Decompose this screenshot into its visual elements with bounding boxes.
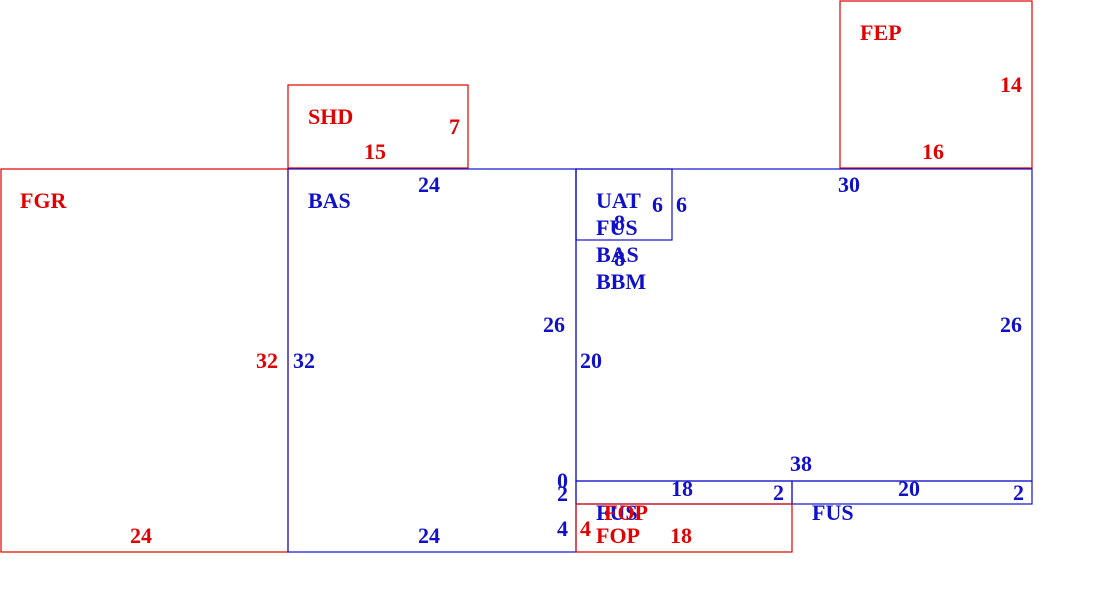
- room-fus-bottom-label: FUS: [596, 500, 638, 525]
- room-shd-label: SHD: [308, 104, 353, 129]
- room-uat-dim-inner: 6: [652, 192, 663, 217]
- room-fgr-outline: [0, 168, 289, 553]
- room-shd-dim-right: 7: [449, 114, 460, 139]
- room-uat-label: UAT: [596, 188, 641, 213]
- room-strip-left-dim-zero: 0: [557, 468, 568, 493]
- room-bas-left-dim-left: 32: [293, 348, 315, 373]
- room-bas-left-dim-bottom: 24: [418, 523, 440, 548]
- room-fgr-label: FGR: [20, 188, 68, 213]
- room-fus-bottom-dim: 4: [557, 516, 568, 541]
- room-fep-dim-bottom: 16: [922, 139, 944, 164]
- room-fop-outline: [575, 503, 793, 553]
- room-fop-overlap-label: FOP: [604, 500, 648, 525]
- room-strip-right-dim-right: 2: [1013, 480, 1024, 505]
- room-bas-small-label: BAS: [596, 242, 639, 267]
- room-fop-dim-left: 4: [580, 516, 591, 541]
- room-strip-right-label: FUS: [812, 500, 854, 525]
- room-fus-small-label: FUS: [596, 215, 638, 240]
- room-bbm-label: BBM: [596, 269, 646, 294]
- room-strip-right-dim-top: 20: [898, 476, 920, 501]
- room-bas-left-dim-top: 24: [418, 172, 440, 197]
- room-fep-dim-right: 14: [1000, 72, 1022, 97]
- room-strip-left-dim-top: 18: [671, 476, 693, 501]
- room-bas-left-outline: [287, 168, 577, 553]
- room-bas-left-label: BAS: [308, 188, 351, 213]
- room-strip-left-dim-left: 2: [557, 481, 568, 506]
- room-uat-dim-bottom: 8: [614, 210, 625, 235]
- room-main-dim-top: 30: [838, 172, 860, 197]
- room-main-dim-right: 26: [1000, 312, 1022, 337]
- room-strip-left-dim-right: 2: [773, 480, 784, 505]
- room-fep-outline: [839, 0, 1033, 169]
- room-fop-dim-bottom: 18: [670, 523, 692, 548]
- room-uat-dim-right: 6: [676, 192, 687, 217]
- room-fep-label: FEP: [860, 20, 902, 45]
- room-fgr-dim-right: 32: [256, 348, 278, 373]
- room-shd-dim-bottom: 15: [364, 139, 386, 164]
- room-bas-small-dim: 8: [614, 246, 625, 271]
- room-main-outline: [575, 168, 1033, 482]
- room-fop-label: FOP: [596, 523, 640, 548]
- room-shd-outline: [287, 84, 469, 169]
- room-fgr-dim-bottom: 24: [130, 523, 152, 548]
- room-bas-left-dim-right: 26: [543, 312, 565, 337]
- room-main-dim-bottom: 38: [790, 451, 812, 476]
- room-strip-right-outline: [791, 480, 1033, 505]
- room-uat-outline: [575, 168, 673, 241]
- room-main-dim-left: 20: [580, 348, 602, 373]
